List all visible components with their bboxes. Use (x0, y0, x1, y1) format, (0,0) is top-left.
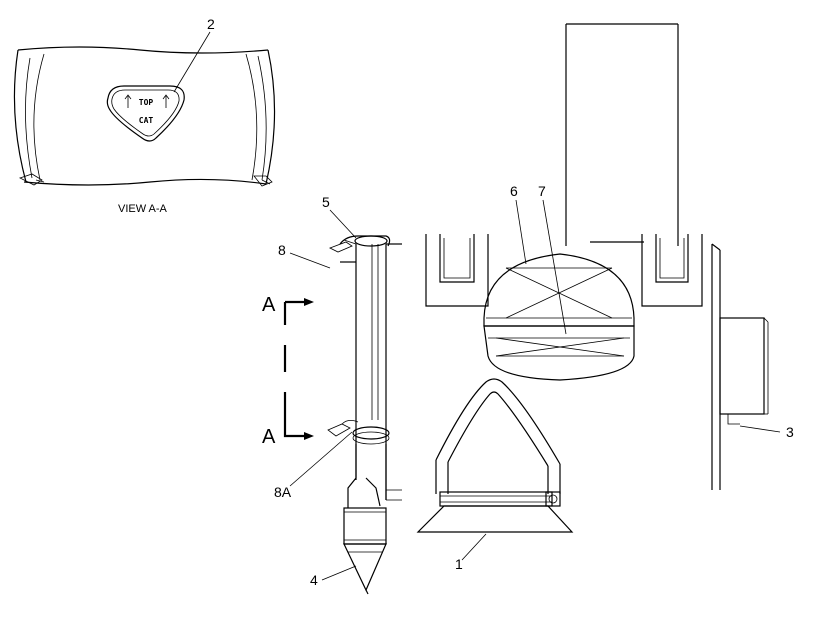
callout-8: 8 (278, 242, 286, 258)
leader-line-8a (289, 431, 353, 487)
view-a-a-cover (13, 46, 276, 187)
up-arrow-icon (124, 94, 132, 108)
leader-line-8 (289, 252, 331, 269)
callout-2: 2 (207, 16, 215, 32)
cat-logo: CAT (139, 116, 154, 125)
callout-1: 1 (455, 556, 463, 572)
bolt-icon (545, 491, 561, 507)
up-arrow-icon (162, 94, 170, 108)
leader-line-2 (173, 31, 211, 93)
funnel-assembly (416, 378, 574, 533)
side-panel (711, 243, 769, 490)
mount-assembly (425, 23, 703, 381)
leader-line-6 (515, 199, 527, 265)
callout-5: 5 (322, 194, 330, 210)
leader-line-1 (461, 533, 487, 561)
callout-4: 4 (310, 572, 318, 588)
leader-line-3 (739, 425, 781, 433)
callout-8a: 8A (274, 484, 292, 500)
leader-line-4 (321, 565, 357, 581)
badge-top-text: TOP (139, 98, 154, 107)
view-a-a-caption: VIEW A-A (118, 203, 168, 215)
leader-line-5 (329, 209, 357, 239)
section-mark-a-bottom: A (262, 426, 276, 448)
section-mark-a-top: A (262, 294, 276, 316)
callout-3: 3 (786, 424, 794, 440)
leader-line-7 (542, 199, 567, 335)
callout-7: 7 (538, 183, 546, 199)
top-badge-label: TOP CAT (106, 85, 185, 142)
tube-assembly: A A (262, 235, 402, 595)
callout-6: 6 (510, 183, 518, 199)
